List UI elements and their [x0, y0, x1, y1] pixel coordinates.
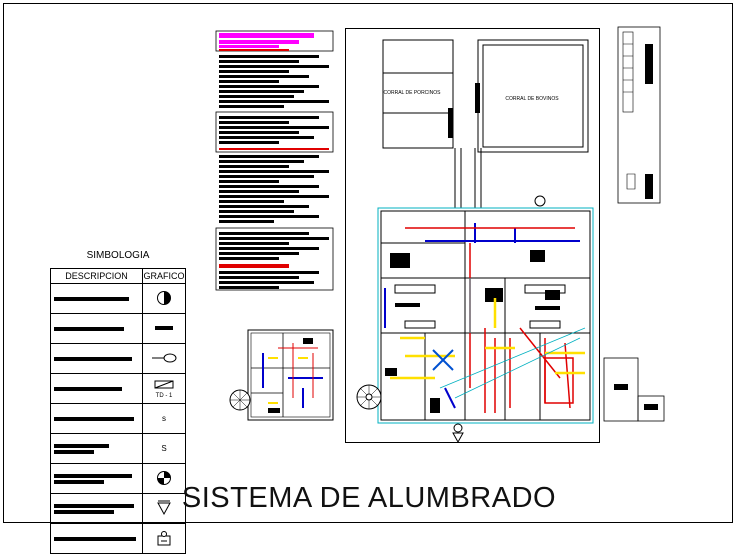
legend-row: [50, 463, 186, 494]
corral-bovinos-label: CORRAL DE BOVINOS: [505, 96, 559, 102]
drawing-frame: [3, 3, 733, 523]
legend-row: [50, 343, 186, 374]
symbology-heading: SIMBOLOGIA: [86, 250, 150, 261]
secondary-floor-plan: [229, 329, 334, 421]
half-filled-circle-icon: [157, 290, 171, 305]
site-detail-blocks: [603, 357, 665, 422]
col-graphic: GRAFICO: [142, 268, 186, 284]
legend-row: s: [50, 403, 186, 434]
corral-porcinos-label: CORRAL DE PORCINOS: [383, 90, 441, 96]
side-section-detail: [617, 26, 661, 204]
notes-block: [215, 30, 334, 291]
col-description: DESCRIPCION: [50, 268, 143, 284]
meter-box-icon: [157, 530, 171, 545]
main-floor-plan: CORRAL DE PORCINOS CORRAL DE BOVINOS: [345, 28, 600, 443]
panel-board-icon: [154, 380, 174, 388]
rectangle-fixture-icon: [155, 325, 173, 330]
drawing-title: SISTEMA DE ALUMBRADO: [181, 482, 557, 514]
quarter-circle-icon: [157, 470, 171, 485]
panel-board-label: TD - 1: [155, 392, 173, 399]
legend-row: TD - 1: [50, 373, 186, 404]
legend-row: [50, 283, 186, 314]
switch-icon: s: [162, 414, 166, 423]
legend-row: [50, 523, 186, 554]
symbology-table: DESCRIPCION GRAFICO TD - 1 s S: [50, 268, 186, 554]
legend-row: [50, 313, 186, 344]
legend-row: S: [50, 433, 186, 464]
spiral-stair-detail: [356, 384, 382, 410]
ground-triangle-icon: [157, 500, 171, 515]
single-switch-icon: S: [161, 444, 167, 453]
fluorescent-tube-icon: [152, 353, 177, 362]
